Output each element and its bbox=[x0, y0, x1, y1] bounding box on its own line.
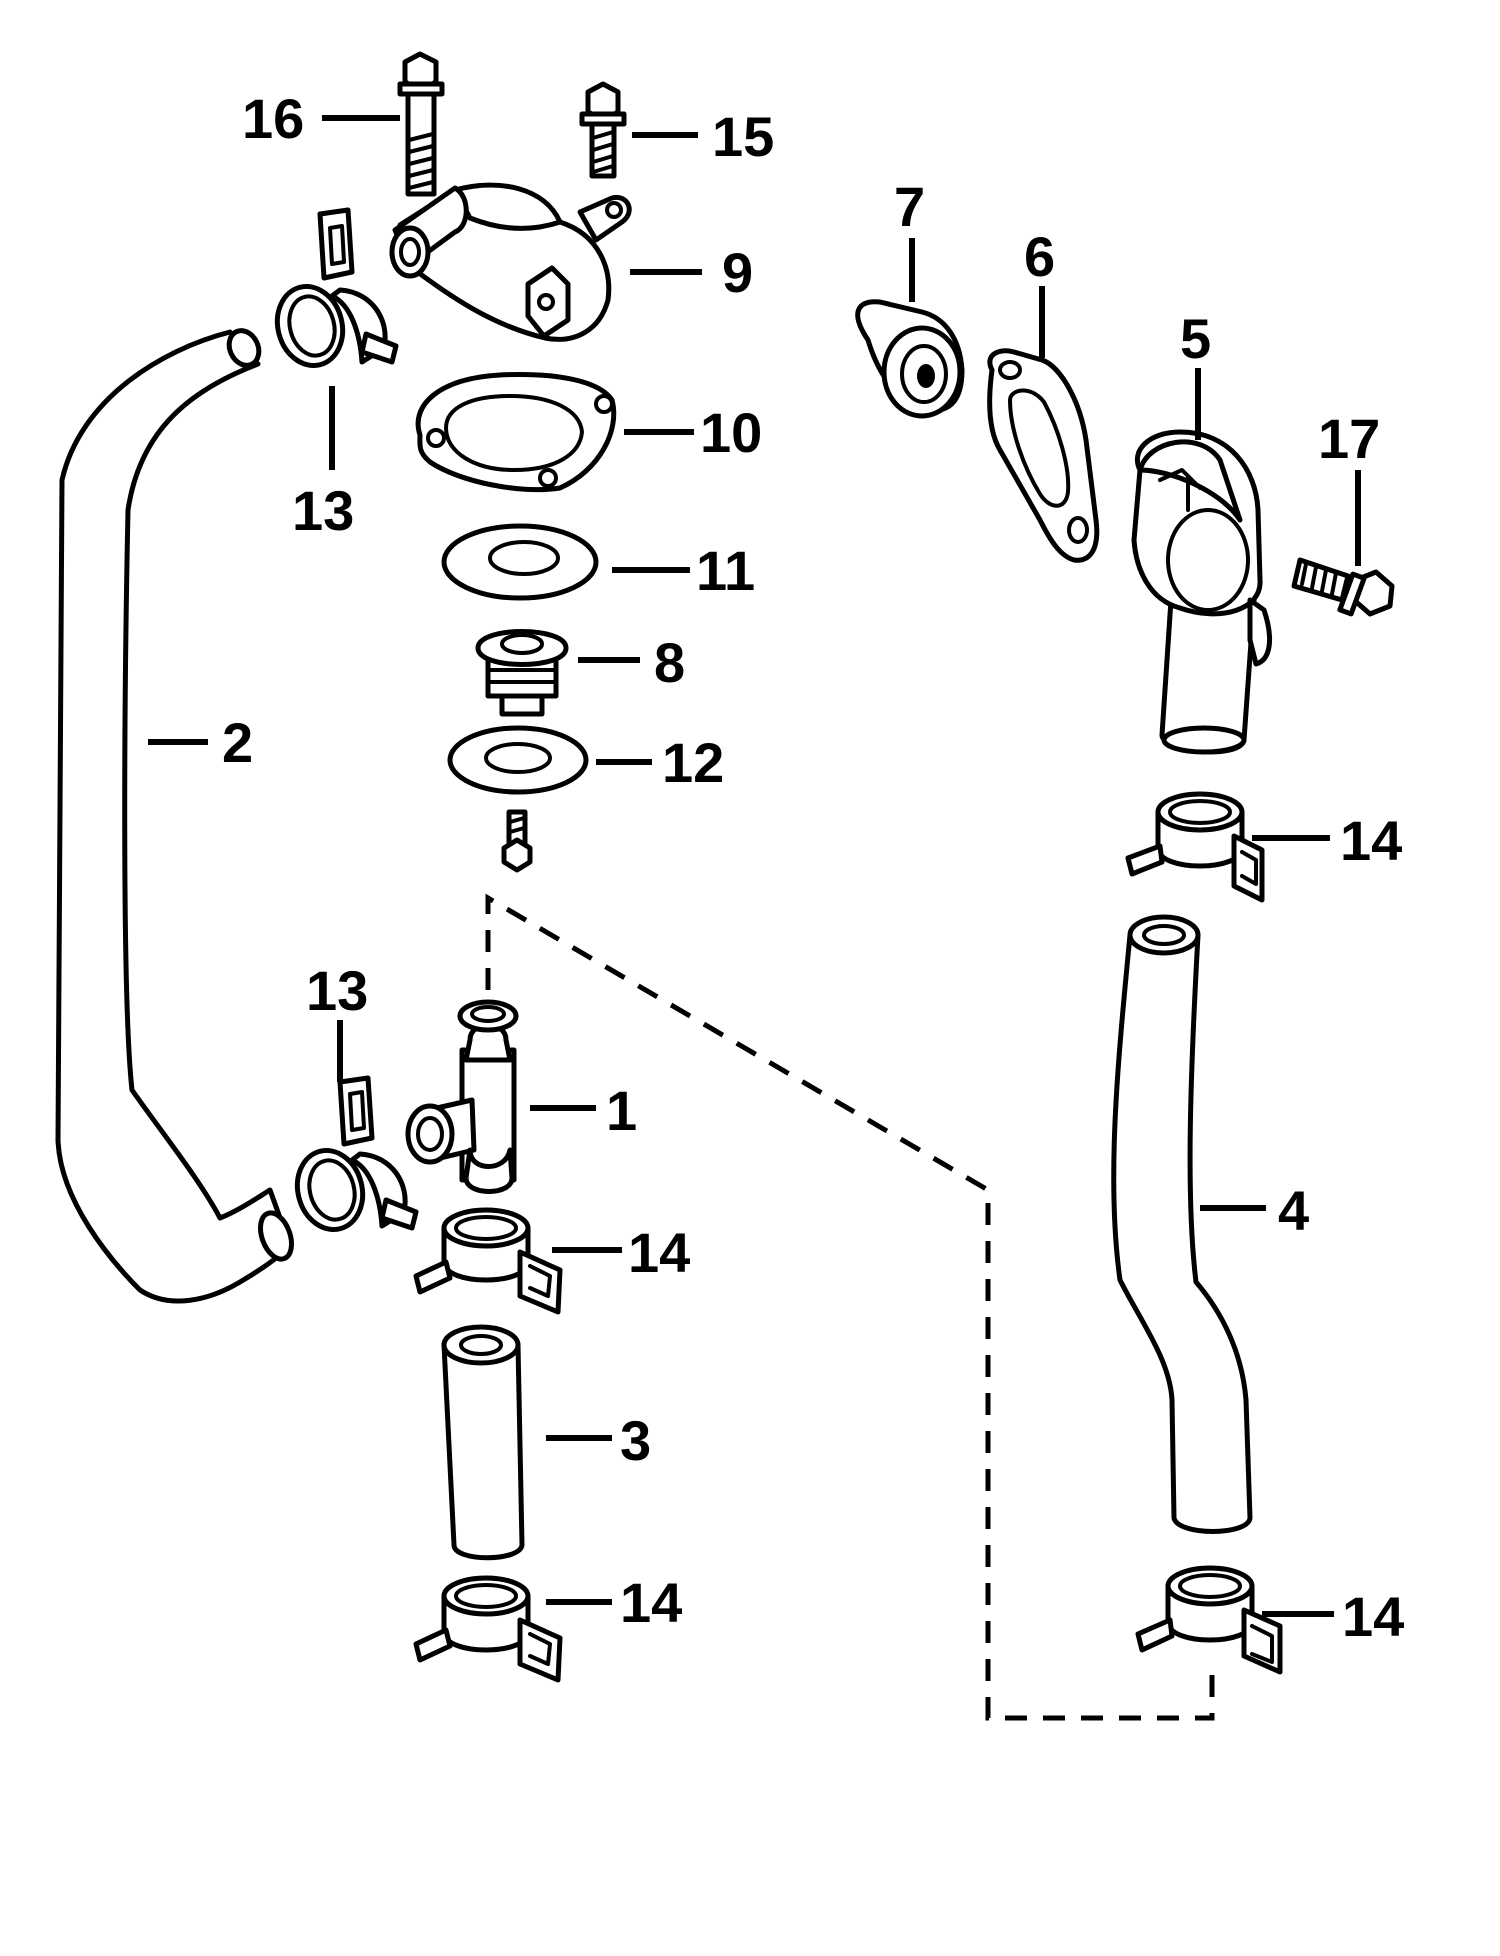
part-13-clamp-lower bbox=[294, 1075, 419, 1233]
part-11-seal bbox=[441, 523, 599, 601]
callout-7: 7 bbox=[894, 175, 925, 238]
part-14-clamp-b bbox=[413, 1575, 563, 1683]
part-12-washer bbox=[447, 725, 589, 795]
callout-15: 15 bbox=[712, 105, 774, 168]
part-3-hose bbox=[441, 1324, 525, 1561]
callout-2: 2 bbox=[222, 711, 253, 774]
part-14-clamp-c bbox=[1125, 791, 1265, 903]
callout-4: 4 bbox=[1278, 1179, 1309, 1242]
callout-14-d: 14 bbox=[1342, 1585, 1404, 1648]
part-9-thermostat-cover bbox=[389, 182, 632, 342]
part-16-bolt bbox=[397, 51, 445, 197]
part-14-clamp-a bbox=[413, 1207, 563, 1315]
leader-lines bbox=[148, 115, 1361, 1617]
callout-12: 12 bbox=[662, 731, 724, 794]
callout-6: 6 bbox=[1024, 225, 1055, 288]
part-10-gasket bbox=[415, 372, 617, 493]
small-screw bbox=[501, 809, 533, 873]
callout-14-b: 14 bbox=[620, 1571, 682, 1634]
callout-labels: 16 15 9 10 11 8 12 13 2 13 1 14 3 14 7 6… bbox=[222, 87, 1404, 1648]
part-4-hose bbox=[1111, 914, 1253, 1534]
callout-11: 11 bbox=[696, 539, 755, 602]
dashed-routing-line bbox=[485, 893, 1215, 1721]
part-17-bolt bbox=[1291, 557, 1395, 617]
part-13-clamp-upper bbox=[274, 207, 399, 369]
part-15-bolt bbox=[579, 81, 627, 179]
part-5-outlet-housing bbox=[1131, 429, 1272, 755]
callout-16: 16 bbox=[242, 87, 304, 150]
callout-13-upper: 13 bbox=[292, 479, 354, 542]
part-2-hose bbox=[55, 328, 295, 1304]
callout-14-c: 14 bbox=[1340, 809, 1402, 872]
callout-8: 8 bbox=[654, 631, 685, 694]
callout-9: 9 bbox=[722, 241, 753, 304]
callout-14-a: 14 bbox=[628, 1221, 690, 1284]
part-1-tee-fitting bbox=[405, 999, 519, 1194]
part-6-gasket bbox=[987, 348, 1100, 563]
callout-3: 3 bbox=[620, 1409, 651, 1472]
callout-17: 17 bbox=[1318, 407, 1380, 470]
callout-13-lower: 13 bbox=[306, 959, 368, 1022]
callout-10: 10 bbox=[700, 401, 762, 464]
part-7-valve bbox=[855, 299, 965, 419]
callout-1: 1 bbox=[606, 1079, 637, 1142]
callout-5: 5 bbox=[1180, 307, 1211, 370]
part-14-clamp-d bbox=[1135, 1565, 1283, 1675]
part-8-thermostat bbox=[475, 629, 569, 717]
